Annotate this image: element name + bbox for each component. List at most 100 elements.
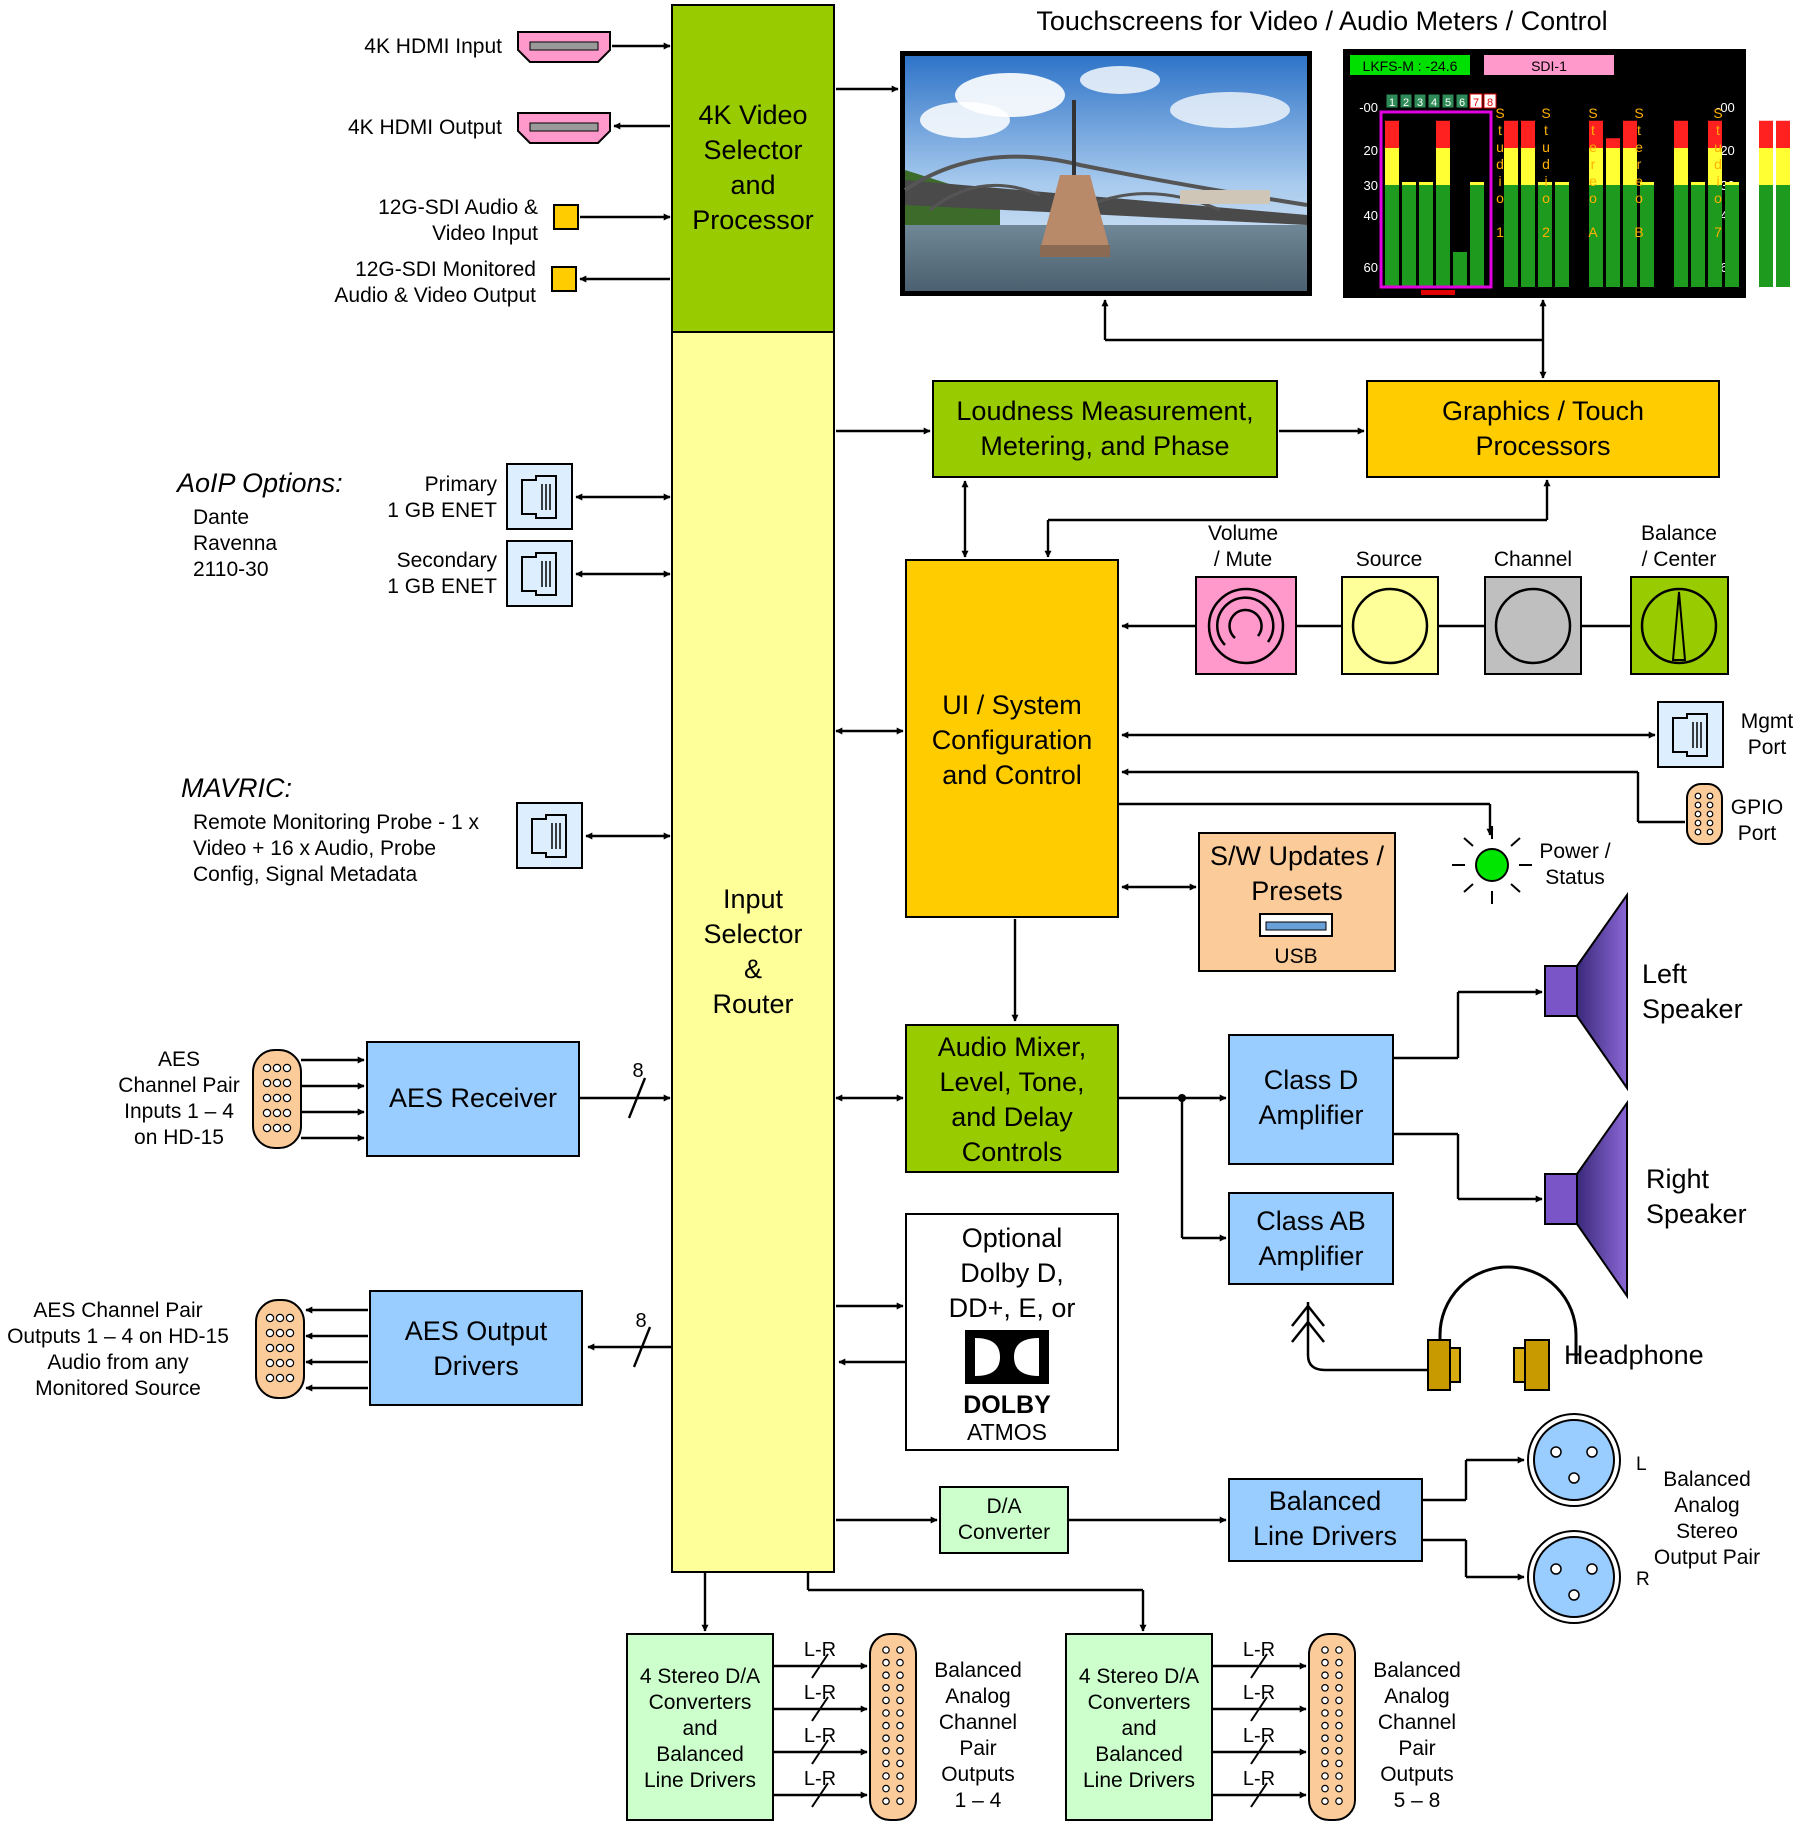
svg-text:S: S [1713, 105, 1722, 121]
input-router-label: Input Selector & Router [703, 884, 802, 1019]
audio-mixer-label: Audio Mixer, Level, Tone, and Delay Cont… [938, 1032, 1087, 1167]
class-ab-block [1228, 1192, 1394, 1285]
mgmt-port-label: Mgmt Port [1741, 710, 1794, 759]
svg-text:7: 7 [1473, 97, 1479, 109]
svg-text:4: 4 [1431, 97, 1437, 109]
aes-input-label: AES Channel Pair Inputs 1 – 4 on HD-15 [118, 1048, 239, 1149]
svg-text:/ Center: / Center [1642, 548, 1717, 571]
svg-text:3: 3 [1417, 97, 1423, 109]
svg-text:1 – 4: 1 – 4 [955, 1789, 1002, 1812]
svg-text:on HD-15: on HD-15 [134, 1126, 224, 1149]
svg-text:Audio Mixer,: Audio Mixer, [938, 1032, 1087, 1062]
svg-text:and: and [682, 1717, 717, 1740]
sdi-input-connector [553, 204, 579, 230]
svg-text:Source: Source [1356, 548, 1423, 571]
channel-knob-box[interactable] [1484, 576, 1582, 675]
svg-text:Level, Tone,: Level, Tone, [939, 1067, 1084, 1097]
lr-label: L-R [1243, 1682, 1275, 1704]
sdi-readout: SDI-1 [1531, 58, 1567, 74]
svg-text:Pair: Pair [959, 1737, 996, 1760]
volume-mute-knob-box[interactable] [1195, 576, 1297, 675]
svg-text:r: r [1591, 156, 1596, 172]
svg-text:e: e [1589, 139, 1597, 155]
svg-text:d: d [1714, 156, 1722, 172]
balanced-line-drivers-label: Balanced Line Drivers [1253, 1486, 1397, 1551]
svg-text:Balanced: Balanced [1663, 1468, 1751, 1491]
loudness-label: Loudness Measurement, Metering, and Phas… [956, 396, 1253, 461]
svg-text:Channel Pair: Channel Pair [118, 1074, 239, 1097]
svg-text:S: S [1495, 105, 1504, 121]
svg-text:-00: -00 [1359, 100, 1378, 115]
svg-text:Stereo: Stereo [1676, 1520, 1738, 1543]
svg-text:Processor: Processor [692, 205, 814, 235]
svg-text:Configuration: Configuration [932, 725, 1093, 755]
svg-text:40: 40 [1364, 208, 1378, 223]
svg-text:1 GB ENET: 1 GB ENET [387, 575, 497, 598]
video-selector-label: 4K Video Selector and Processor [692, 100, 814, 235]
svg-text:4 Stereo D/A: 4 Stereo D/A [640, 1665, 760, 1688]
xlr-left-connector [1527, 1413, 1621, 1507]
svg-text:Remote Monitoring Probe - 1 x: Remote Monitoring Probe - 1 x [193, 811, 479, 834]
usb-label: USB [1274, 945, 1317, 968]
dolby-logo-word: DOLBY [963, 1391, 1051, 1419]
svg-text:Config, Signal Metadata: Config, Signal Metadata [193, 863, 417, 886]
svg-text:i: i [1498, 173, 1501, 189]
svg-text:AES Output: AES Output [405, 1316, 548, 1346]
graphics-label: Graphics / Touch Processors [1442, 396, 1644, 461]
aes-output-label: AES Channel Pair Outputs 1 – 4 on HD-15 … [7, 1299, 229, 1400]
svg-text:Controls: Controls [962, 1137, 1063, 1167]
svg-text:Mgmt: Mgmt [1741, 710, 1794, 733]
analog-outputs-1-label: Balanced Analog Channel Pair Outputs 1 –… [934, 1659, 1022, 1812]
svg-text:Channel: Channel [1378, 1711, 1456, 1734]
stereo-output-label: Balanced Analog Stereo Output Pair [1654, 1468, 1760, 1569]
svg-text:and Delay: and Delay [951, 1102, 1073, 1132]
headphone-icon [1291, 1265, 1578, 1391]
svg-text:t: t [1498, 122, 1502, 138]
svg-text:D/A: D/A [986, 1495, 1021, 1518]
svg-text:Power /: Power / [1539, 840, 1610, 863]
svg-text:and: and [730, 170, 775, 200]
speaker-labels: Left Speaker Right Speaker [1642, 959, 1747, 1229]
sdi-input-label: 12G-SDI Audio & Video Input [378, 196, 538, 245]
svg-text:/ Mute: / Mute [1214, 548, 1272, 571]
aes-output-drivers-label: AES Output Drivers [405, 1316, 548, 1381]
svg-text:u: u [1542, 139, 1550, 155]
aes-receiver-label: AES Receiver [389, 1083, 557, 1113]
svg-text:4K Video: 4K Video [698, 100, 807, 130]
svg-text:o: o [1589, 190, 1597, 206]
hdmi-output-connector [517, 112, 611, 144]
stereo-da-block-1 [626, 1633, 774, 1821]
svg-text:Channel: Channel [1494, 548, 1572, 571]
svg-text:1: 1 [1496, 224, 1504, 240]
left-speaker [1544, 891, 1628, 1092]
svg-text:t: t [1637, 122, 1641, 138]
source-knob-box[interactable] [1341, 576, 1439, 675]
svg-text:30: 30 [1364, 178, 1378, 193]
secondary-enet-label: Secondary 1 GB ENET [387, 549, 497, 598]
svg-text:Right: Right [1646, 1164, 1710, 1194]
svg-text:Graphics / Touch: Graphics / Touch [1442, 396, 1644, 426]
svg-text:DD+, E, or: DD+, E, or [949, 1293, 1076, 1323]
svg-text:2110-30: 2110-30 [193, 558, 269, 581]
svg-text:Converters: Converters [1088, 1691, 1191, 1714]
lr-outputs-2: L-RL-RL-RL-R [1212, 1639, 1307, 1808]
svg-text:Class D: Class D [1264, 1065, 1359, 1095]
mavric-title: MAVRIC: [181, 773, 292, 803]
svg-text:t: t [1716, 122, 1720, 138]
sdi-output-connector [551, 266, 577, 292]
svg-text:Optional: Optional [962, 1223, 1063, 1253]
svg-text:Analog: Analog [945, 1685, 1010, 1708]
aes-output-bus-width: 8 [635, 1310, 646, 1332]
svg-text:S: S [1634, 105, 1643, 121]
aes-receiver-block [366, 1041, 580, 1157]
knob-labels: Volume / Mute Source Channel Balance / C… [1208, 522, 1717, 571]
svg-text:e: e [1589, 173, 1597, 189]
aes-output-hd15-connector [255, 1299, 305, 1399]
svg-text:S: S [1588, 105, 1597, 121]
svg-text:Pair: Pair [1398, 1737, 1435, 1760]
svg-text:Port: Port [1738, 822, 1777, 845]
svg-text:Balanced: Balanced [1095, 1743, 1183, 1766]
svg-text:Audio & Video Output: Audio & Video Output [334, 284, 536, 307]
svg-text:o: o [1714, 190, 1722, 206]
